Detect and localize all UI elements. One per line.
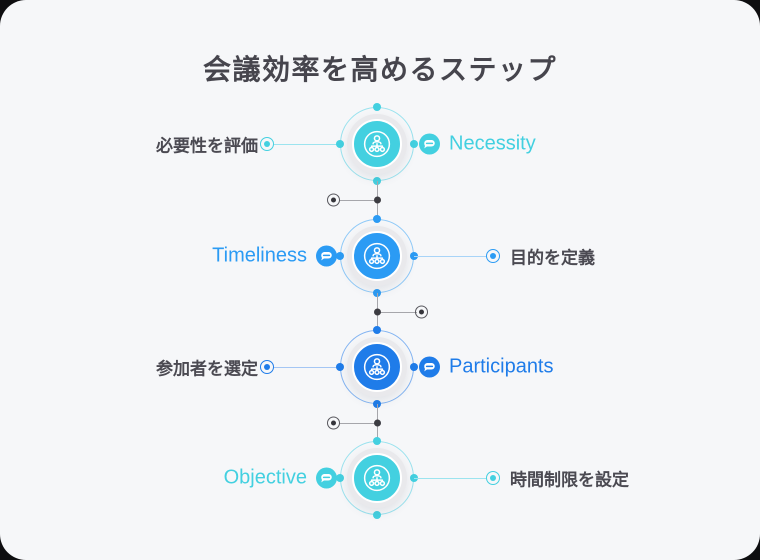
node-inner-circle — [352, 453, 402, 503]
page-title: 会議効率を高めるステップ — [202, 54, 557, 85]
connector-end-core — [331, 197, 336, 203]
ring-dot-right — [410, 140, 418, 148]
connector-end-core — [419, 309, 424, 314]
connector-3 — [0, 404, 760, 441]
label-connector-line — [274, 367, 340, 368]
label-connector-line — [274, 144, 340, 145]
speech-bubble-icon — [419, 356, 440, 378]
node-circle — [336, 437, 418, 519]
node-en-group: Participants — [419, 356, 554, 379]
connector-end-dot — [327, 416, 340, 429]
label-connector-line — [414, 478, 486, 479]
label-anchor-core — [490, 253, 496, 259]
node-en-group: Necessity — [419, 133, 536, 156]
connector-branch-line — [339, 422, 378, 424]
node-en-label: Objective — [223, 466, 307, 489]
org-hierarchy-icon — [363, 130, 391, 158]
label-anchor-core — [264, 141, 270, 147]
connector-branch-line — [339, 200, 378, 201]
connector-mid-dot — [374, 308, 381, 315]
connector-branch-line — [378, 311, 417, 313]
label-anchor-dot — [260, 137, 274, 151]
connector-end-dot — [415, 305, 428, 318]
speech-bubble-icon — [316, 467, 337, 489]
ring-dot-left — [336, 474, 344, 482]
node-inner-circle — [352, 119, 402, 169]
label-connector-line — [414, 256, 486, 257]
label-anchor-core — [264, 364, 270, 370]
ring-dot-left — [336, 363, 344, 371]
node-en-label: Necessity — [449, 132, 536, 155]
connector-mid-dot — [374, 419, 381, 426]
ring-dot-left — [336, 140, 344, 148]
node-circle — [336, 215, 418, 297]
connector-end-core — [331, 420, 336, 425]
node-en-label: Timeliness — [212, 244, 307, 267]
label-anchor-dot — [486, 249, 500, 263]
label-anchor-core — [490, 475, 496, 481]
speech-bubble-icon — [316, 245, 337, 267]
ring-dot-right — [410, 363, 418, 371]
node-en-group: Timeliness — [212, 245, 337, 268]
timeline-node-4: Objective 時間 — [0, 428, 760, 528]
node-circle — [336, 326, 418, 408]
label-anchor-dot — [486, 471, 500, 485]
org-hierarchy-icon — [363, 353, 391, 381]
connector-1 — [0, 181, 760, 219]
ring-dot-top — [373, 215, 381, 223]
timeline-node-1: 必要性を評価 Nec — [0, 94, 760, 194]
speech-bubble-icon — [419, 133, 440, 155]
label-anchor-dot — [260, 360, 274, 374]
ring-dot-top — [373, 326, 381, 334]
connector-mid-dot — [374, 196, 381, 204]
org-hierarchy-icon — [363, 464, 391, 492]
node-en-label: Participants — [449, 355, 554, 378]
ring-dot-top — [373, 437, 381, 445]
node-jp-label: 必要性を評価 — [156, 136, 258, 156]
node-jp-label: 時間制限を設定 — [510, 470, 629, 490]
timeline-node-2: Timeliness 目 — [0, 206, 760, 306]
ring-dot-bottom — [373, 511, 381, 519]
node-jp-label: 参加者を選定 — [156, 359, 258, 379]
node-inner-circle — [352, 342, 402, 392]
ring-dot-top — [373, 103, 381, 111]
node-circle — [336, 103, 418, 185]
node-inner-circle — [352, 231, 402, 281]
ring-dot-left — [336, 252, 344, 260]
node-en-group: Objective — [224, 467, 337, 490]
connector-2 — [0, 293, 760, 330]
node-jp-label: 目的を定義 — [510, 248, 595, 268]
timeline-node-3: 参加者を選定 Par — [0, 317, 760, 417]
org-hierarchy-icon — [363, 242, 391, 270]
connector-end-dot — [327, 193, 340, 207]
